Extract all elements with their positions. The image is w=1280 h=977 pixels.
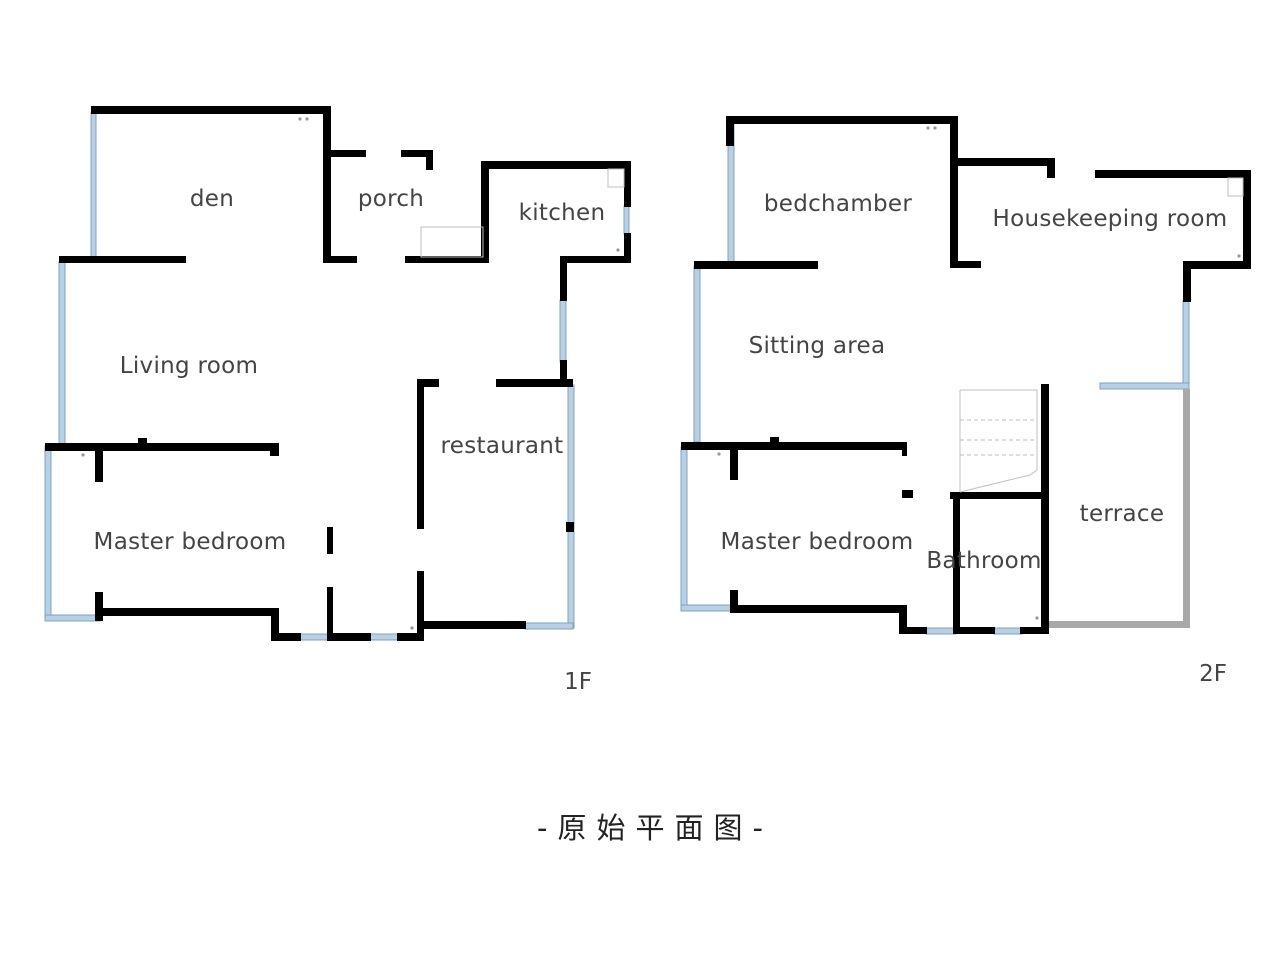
floor-1-fixtures [81,117,625,630]
floor-2-walls [681,116,1251,634]
room-label-porch: porch [358,186,424,212]
room-label-terrace: terrace [1080,501,1165,527]
floor-2-fixtures [717,126,1244,620]
room-label-living-room: Living room [120,353,259,379]
room-label-bathroom: Bathroom [926,548,1041,574]
floor-1-plan: den porch kitchen Living room restaurant… [44,106,631,695]
room-label-bedchamber: bedchamber [764,191,913,217]
room-label-den: den [190,186,234,212]
room-label-restaurant: restaurant [441,433,564,459]
floor-1-walls [45,106,631,641]
floor-1-labels: den porch kitchen Living room restaurant… [94,186,606,695]
room-label-master-bedroom-2f: Master bedroom [721,529,914,555]
floor-label-1f: 1F [564,669,592,695]
plan-caption: -原始平面图- [537,811,773,845]
room-label-housekeeping-room: Housekeeping room [993,206,1228,232]
floor-2-labels: bedchamber Housekeeping room Sitting are… [721,191,1228,687]
floor-2-plan: bedchamber Housekeeping room Sitting are… [680,116,1251,687]
room-label-sitting-area: Sitting area [749,333,886,359]
room-label-kitchen: kitchen [519,200,606,226]
floor-label-2f: 2F [1199,661,1227,687]
floor-2-windows [680,121,1190,635]
room-label-master-bedroom-1f: Master bedroom [94,529,287,555]
